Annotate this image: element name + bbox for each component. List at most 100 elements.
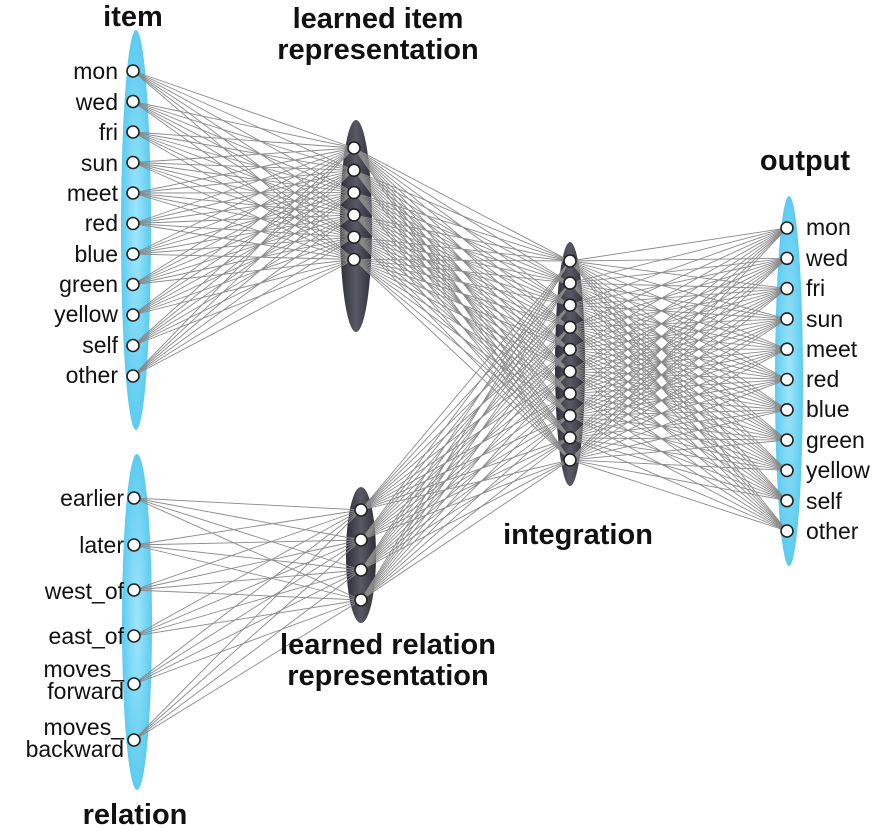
relation-to-learned-relation-connection	[134, 510, 361, 545]
output-unit	[781, 495, 793, 507]
item-to-learned-item-connection	[133, 170, 354, 315]
output-unit	[781, 374, 793, 386]
item-to-learned-item-connection	[133, 132, 354, 237]
integration-to-output-connection	[570, 394, 787, 471]
item-to-learned-item-connection	[133, 215, 354, 376]
learned-relation-to-integration-connection	[361, 305, 570, 600]
item-unit	[127, 96, 139, 108]
relation-label-later: later	[0, 533, 124, 557]
output-unit	[781, 343, 793, 355]
output-label-other: other	[806, 519, 858, 543]
integration-unit	[564, 255, 576, 267]
item-label-mon: mon	[0, 59, 118, 83]
item-unit	[127, 187, 139, 199]
item-to-learned-item-connection	[133, 71, 354, 193]
learned-item-unit	[348, 209, 360, 221]
relation-unit	[128, 678, 140, 690]
item-label-green: green	[0, 272, 118, 296]
learned-relation-to-integration-connection	[361, 460, 570, 510]
integration-unit	[564, 321, 576, 333]
integration-unit	[564, 410, 576, 422]
learned-relation-representation-title: learned relation representation	[268, 630, 508, 692]
learned-relation-unit	[355, 534, 367, 546]
item-to-learned-item-connection	[133, 71, 354, 148]
item-label-red: red	[0, 211, 118, 235]
learned-relation-to-integration-connection	[361, 261, 570, 540]
learned-item-unit	[348, 164, 360, 176]
integration-unit	[564, 432, 576, 444]
learned-relation-to-integration-connection	[361, 349, 570, 540]
output-unit	[781, 252, 793, 264]
relation-to-learned-relation-connection	[134, 510, 361, 590]
integration-unit	[564, 388, 576, 400]
integration-to-output-connection	[570, 327, 787, 470]
relation-label-moves-backward: moves_ backward	[0, 716, 124, 760]
relation-unit	[128, 492, 140, 504]
output-label-blue: blue	[806, 397, 849, 421]
item-to-learned-item-connection	[133, 237, 354, 315]
item-to-learned-item-connection	[133, 132, 354, 148]
learned-relation-to-integration-connection	[361, 261, 570, 510]
integration-to-output-connection	[570, 228, 787, 305]
relation-label-earlier: earlier	[0, 486, 124, 510]
learned-relation-to-integration-connection	[361, 327, 570, 600]
integration-to-output-connection	[570, 261, 787, 319]
item-label-other: other	[0, 363, 118, 387]
item-to-learned-item-connection	[133, 148, 354, 376]
output-unit	[781, 404, 793, 416]
item-unit	[127, 370, 139, 382]
integration-unit	[564, 299, 576, 311]
output-unit	[781, 313, 793, 325]
learned-item-unit	[348, 254, 360, 266]
learned-relation-to-integration-connection	[361, 349, 570, 600]
item-label-yellow: yellow	[0, 302, 118, 326]
learned-relation-unit	[355, 504, 367, 516]
item-unit	[127, 248, 139, 260]
learned-relation-to-integration-connection	[361, 394, 570, 600]
item-layer-title: item	[78, 2, 188, 33]
output-unit	[781, 283, 793, 295]
relation-label-east-of: east_of	[0, 624, 124, 648]
item-unit	[127, 218, 139, 230]
relation-to-learned-relation-connection	[134, 540, 361, 590]
item-to-learned-item-connection	[133, 193, 354, 376]
relation-unit	[128, 734, 140, 746]
integration-unit	[564, 454, 576, 466]
output-unit	[781, 525, 793, 537]
learned-relation-unit	[355, 594, 367, 606]
output-label-red: red	[806, 367, 839, 391]
output-unit	[781, 464, 793, 476]
relation-label-moves-forward: moves_ forward	[0, 658, 124, 702]
output-label-mon: mon	[806, 215, 851, 239]
output-unit	[781, 434, 793, 446]
item-label-wed: wed	[0, 90, 118, 114]
learned-relation-unit	[355, 564, 367, 576]
item-label-sun: sun	[0, 151, 118, 175]
learned-item-unit	[348, 142, 360, 154]
learned-relation-to-integration-connection	[361, 305, 570, 510]
item-to-learned-item-connection	[133, 254, 354, 260]
integration-unit	[564, 277, 576, 289]
output-label-self: self	[806, 489, 842, 513]
item-to-learned-item-connection	[133, 102, 354, 215]
output-label-yellow: yellow	[806, 458, 870, 482]
integration-to-output-connection	[570, 258, 787, 283]
output-label-green: green	[806, 428, 865, 452]
learned-item-unit	[348, 187, 360, 199]
item-to-learned-item-connection	[133, 102, 354, 193]
integration-to-output-connection	[570, 327, 787, 349]
integration-unit	[564, 366, 576, 378]
item-unit	[127, 340, 139, 352]
output-label-meet: meet	[806, 337, 857, 361]
relation-layer-title: relation	[60, 800, 210, 831]
relation-to-learned-relation-connection	[134, 540, 361, 636]
relation-unit	[128, 630, 140, 642]
integration-to-output-connection	[570, 460, 787, 501]
output-layer-title: output	[740, 146, 870, 177]
integration-layer-title: integration	[478, 520, 678, 551]
item-label-self: self	[0, 333, 118, 357]
relation-label-west-of: west_of	[0, 579, 124, 603]
item-label-meet: meet	[0, 181, 118, 205]
output-unit	[781, 222, 793, 234]
relation-unit	[128, 584, 140, 596]
